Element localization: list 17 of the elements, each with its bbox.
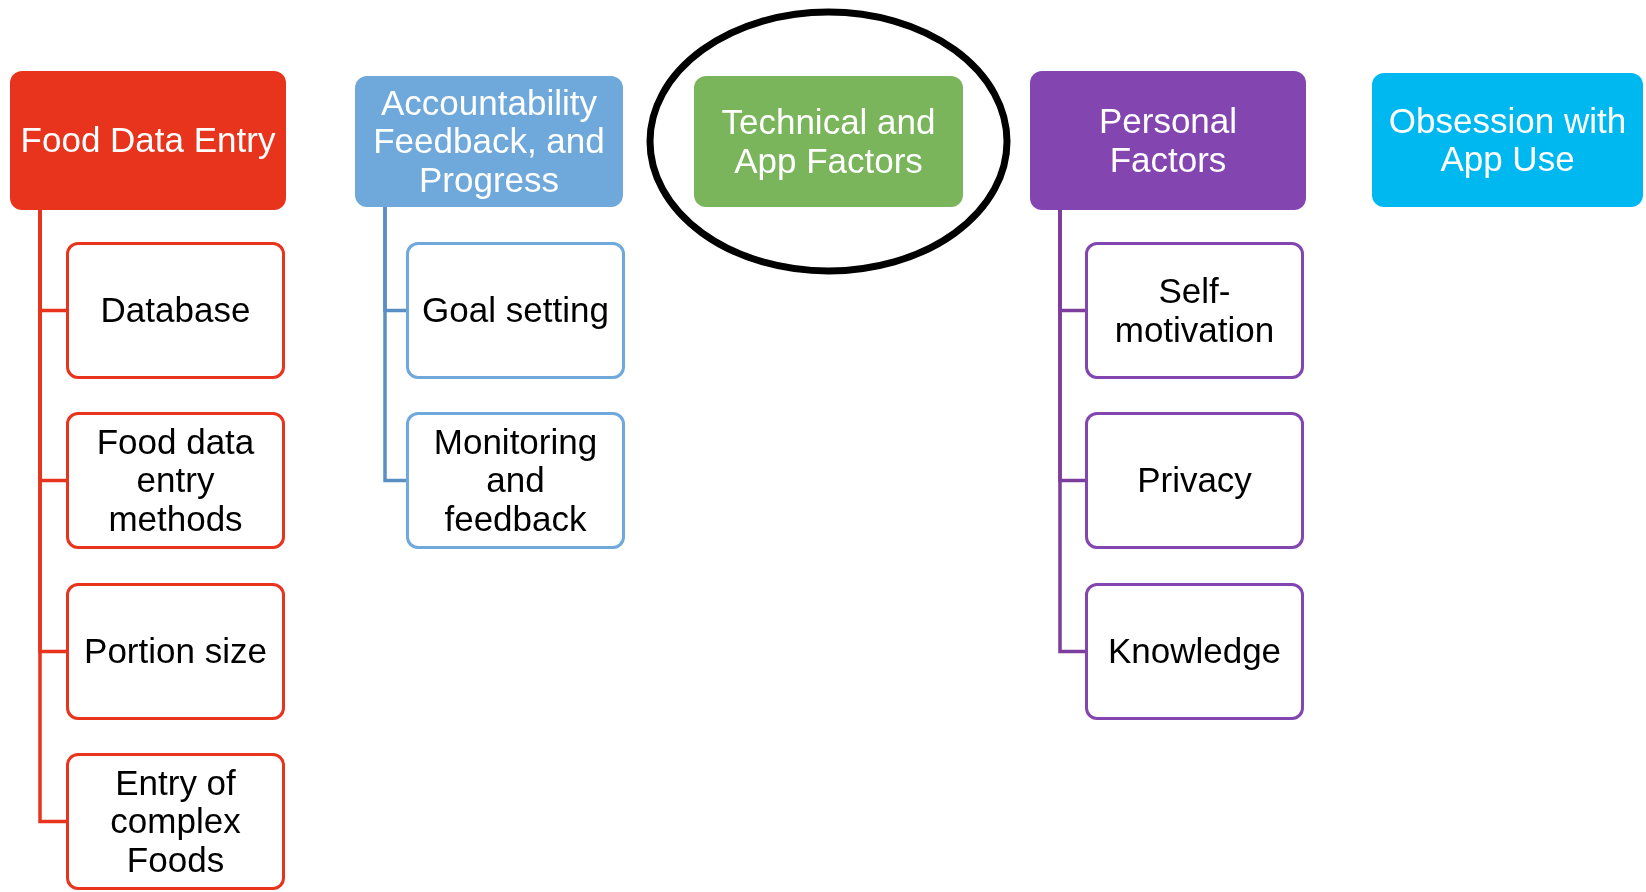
category-box: Accountability Feedback, and Progress <box>355 76 623 207</box>
category-box: Food Data Entry <box>10 71 286 210</box>
subcategory-box: Monitoring and feedback <box>406 412 625 549</box>
subcategory-box: Food data entry methods <box>66 412 285 549</box>
category-box: Technical and App Factors <box>694 76 963 207</box>
highlight-ellipse <box>646 8 1011 275</box>
subcategory-box: Database <box>66 242 285 379</box>
subcategory-box: Portion size <box>66 583 285 720</box>
connector-line <box>383 207 406 483</box>
category-box: Obsession with App Use <box>1372 73 1643 207</box>
subcategory-box: Entry of complex Foods <box>66 753 285 890</box>
subcategory-box: Self-motivation <box>1085 242 1304 379</box>
subcategory-box: Goal setting <box>406 242 625 379</box>
connector-line <box>1058 210 1085 654</box>
subcategory-box: Knowledge <box>1085 583 1304 720</box>
subcategory-box: Privacy <box>1085 412 1304 549</box>
category-box: Personal Factors <box>1030 71 1306 210</box>
